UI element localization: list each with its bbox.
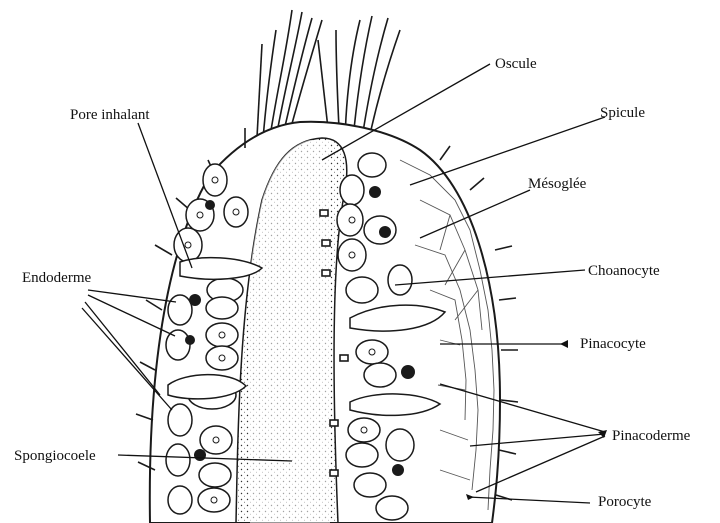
line-endoderme-3 bbox=[85, 302, 160, 395]
label-oscule: Oscule bbox=[495, 56, 537, 72]
line-pore-inhalant bbox=[138, 123, 192, 268]
sponge-wall bbox=[150, 122, 500, 523]
label-spicule: Spicule bbox=[600, 105, 645, 121]
label-pinacocyte: Pinacocyte bbox=[580, 336, 646, 352]
label-choanocyte: Choanocyte bbox=[588, 263, 660, 279]
label-pore-inhalant: Pore inhalant bbox=[70, 107, 150, 123]
label-endoderme: Endoderme bbox=[22, 270, 91, 286]
label-pinacoderme: Pinacoderme bbox=[612, 428, 691, 444]
line-spicule bbox=[410, 117, 605, 185]
line-endoderme-1 bbox=[88, 290, 176, 302]
label-mesoglee: Mésoglée bbox=[528, 176, 587, 192]
label-spongiocoele: Spongiocoele bbox=[14, 448, 96, 464]
label-porocyte: Porocyte bbox=[598, 494, 652, 510]
